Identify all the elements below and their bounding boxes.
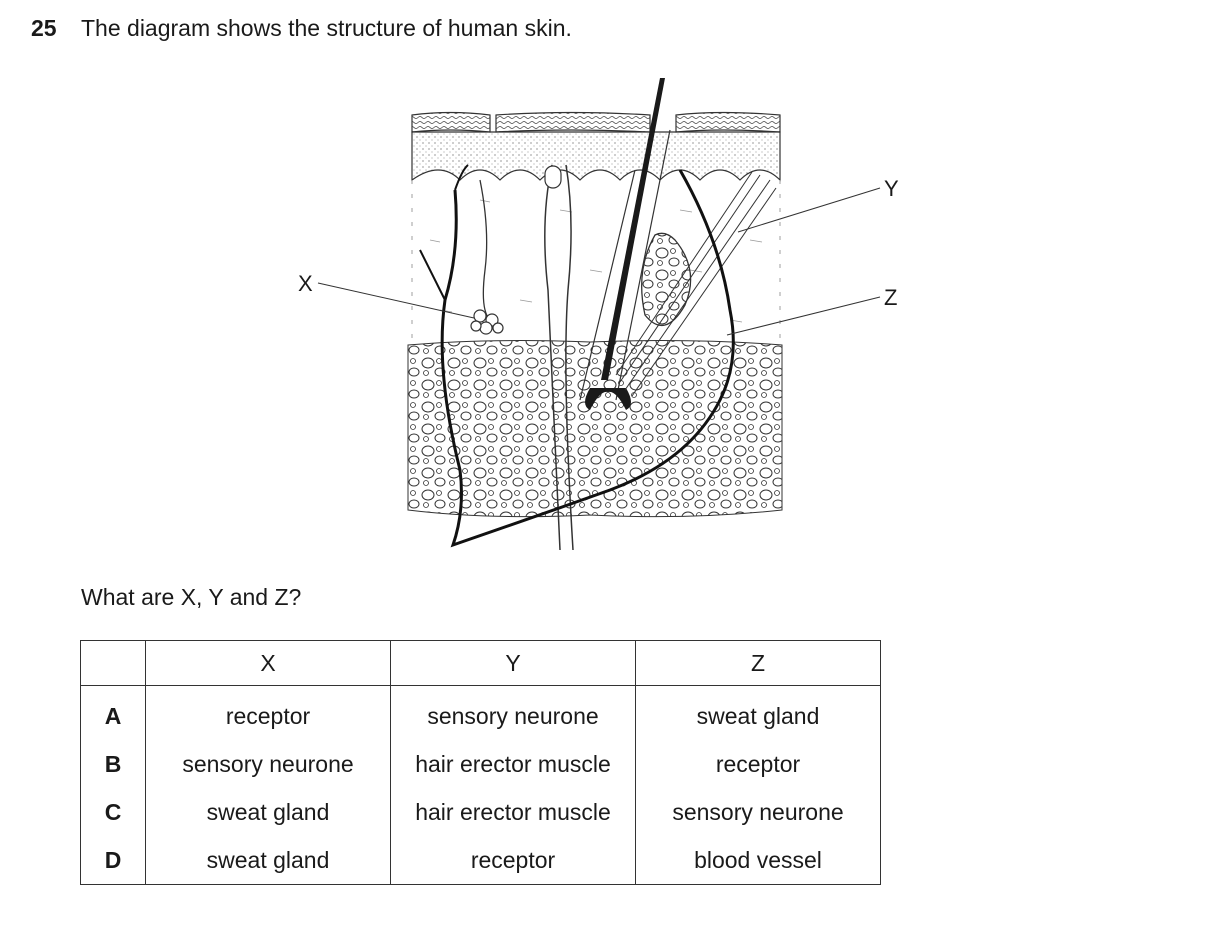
option-label: C xyxy=(80,788,146,836)
fat-layer xyxy=(407,340,783,518)
question-number: 25 xyxy=(31,15,57,41)
sensory-neurone xyxy=(440,169,735,548)
option-label: B xyxy=(80,740,146,788)
header-x: X xyxy=(145,640,391,686)
cell-x: sweat gland xyxy=(145,836,391,885)
cell-y: receptor xyxy=(390,836,636,885)
question-prompt: What are X, Y and Z? xyxy=(81,584,302,610)
table-header-row: X Y Z xyxy=(80,640,881,686)
hair-follicle xyxy=(579,78,671,410)
label-x: X xyxy=(298,271,313,296)
option-label: A xyxy=(80,685,146,740)
hair-erector-muscle xyxy=(615,171,777,397)
label-x-pointer xyxy=(317,282,475,319)
sebaceous-gland xyxy=(641,232,692,326)
label-z: Z xyxy=(884,285,897,310)
skin-diagram: X Y Z xyxy=(298,78,899,551)
table-row: D sweat gland receptor blood vessel xyxy=(80,836,881,885)
header-y: Y xyxy=(390,640,636,686)
header-z: Z xyxy=(635,640,881,686)
cell-x: sensory neurone xyxy=(145,740,391,788)
label-y: Y xyxy=(884,176,899,201)
cell-y: hair erector muscle xyxy=(390,740,636,788)
answer-table: X Y Z A receptor sensory neurone sweat g… xyxy=(80,640,881,885)
label-z-pointer xyxy=(726,296,881,336)
question-text: The diagram shows the structure of human… xyxy=(81,15,572,41)
cell-y: hair erector muscle xyxy=(390,788,636,836)
table-row: C sweat gland hair erector muscle sensor… xyxy=(80,788,881,836)
epidermis xyxy=(411,111,781,182)
cell-z: blood vessel xyxy=(635,836,881,885)
table-row: B sensory neurone hair erector muscle re… xyxy=(80,740,881,788)
cell-z: sensory neurone xyxy=(635,788,881,836)
option-label: D xyxy=(80,836,146,885)
cell-x: receptor xyxy=(145,685,391,740)
cell-z: receptor xyxy=(635,740,881,788)
cell-y: sensory neurone xyxy=(390,685,636,740)
table-row: A receptor sensory neurone sweat gland xyxy=(80,685,881,740)
header-option xyxy=(80,640,146,686)
cell-x: sweat gland xyxy=(145,788,391,836)
cell-z: sweat gland xyxy=(635,685,881,740)
sweat-gland xyxy=(470,164,574,551)
label-y-pointer xyxy=(737,187,881,233)
